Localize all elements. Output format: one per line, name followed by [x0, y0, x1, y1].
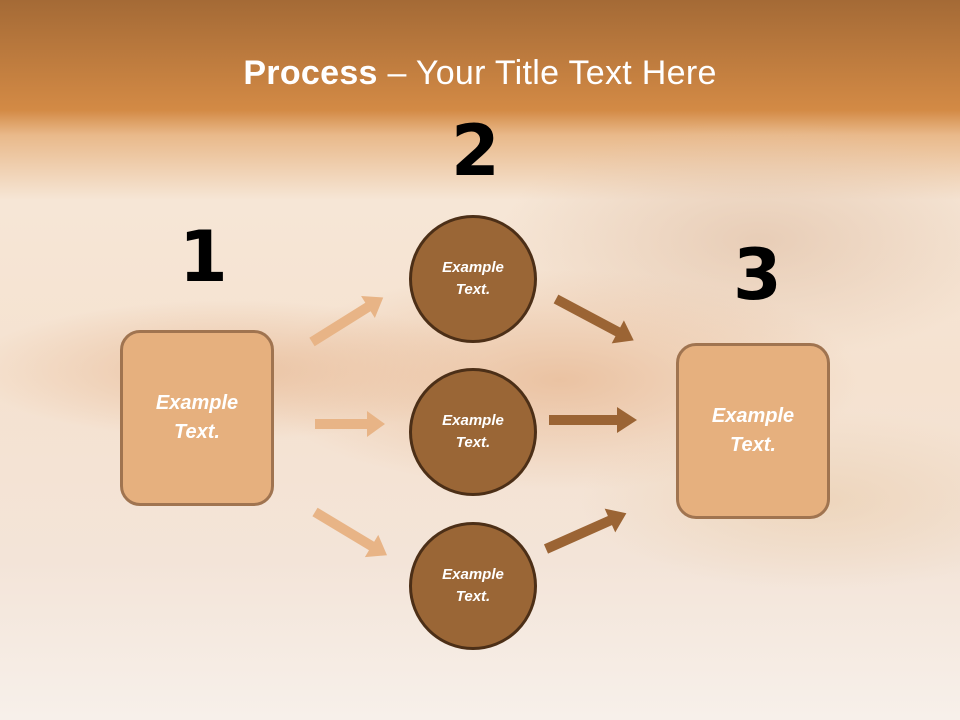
arrow-bottom-to-3 [543, 508, 627, 554]
step-2-circle-bottom: Example Text. [409, 522, 537, 650]
arrow-1-to-middle [315, 411, 385, 437]
arrow-1-to-top [309, 296, 384, 347]
step-number-1: 1 [179, 216, 228, 298]
slide-title: Process – Your Title Text Here [0, 54, 960, 93]
arrow-top-to-3 [553, 294, 634, 344]
step-1-box: Example Text. [120, 330, 274, 506]
circle-middle-text: Example Text. [442, 411, 504, 452]
step-number-3: 3 [733, 234, 782, 316]
circle-top-text: Example Text. [442, 258, 504, 299]
step-2-circle-top: Example Text. [409, 215, 537, 343]
step-3-box: Example Text. [676, 343, 830, 519]
title-rest: – Your Title Text Here [377, 54, 717, 92]
title-bold: Process [243, 54, 378, 92]
step-2-circle-middle: Example Text. [409, 368, 537, 496]
arrow-1-to-bottom [312, 507, 388, 558]
step-number-2: 2 [451, 110, 500, 192]
step-3-text: Example Text. [711, 405, 795, 456]
arrow-middle-to-3 [549, 407, 637, 433]
circle-bottom-text: Example Text. [442, 565, 504, 606]
step-1-text: Example Text. [155, 392, 239, 443]
